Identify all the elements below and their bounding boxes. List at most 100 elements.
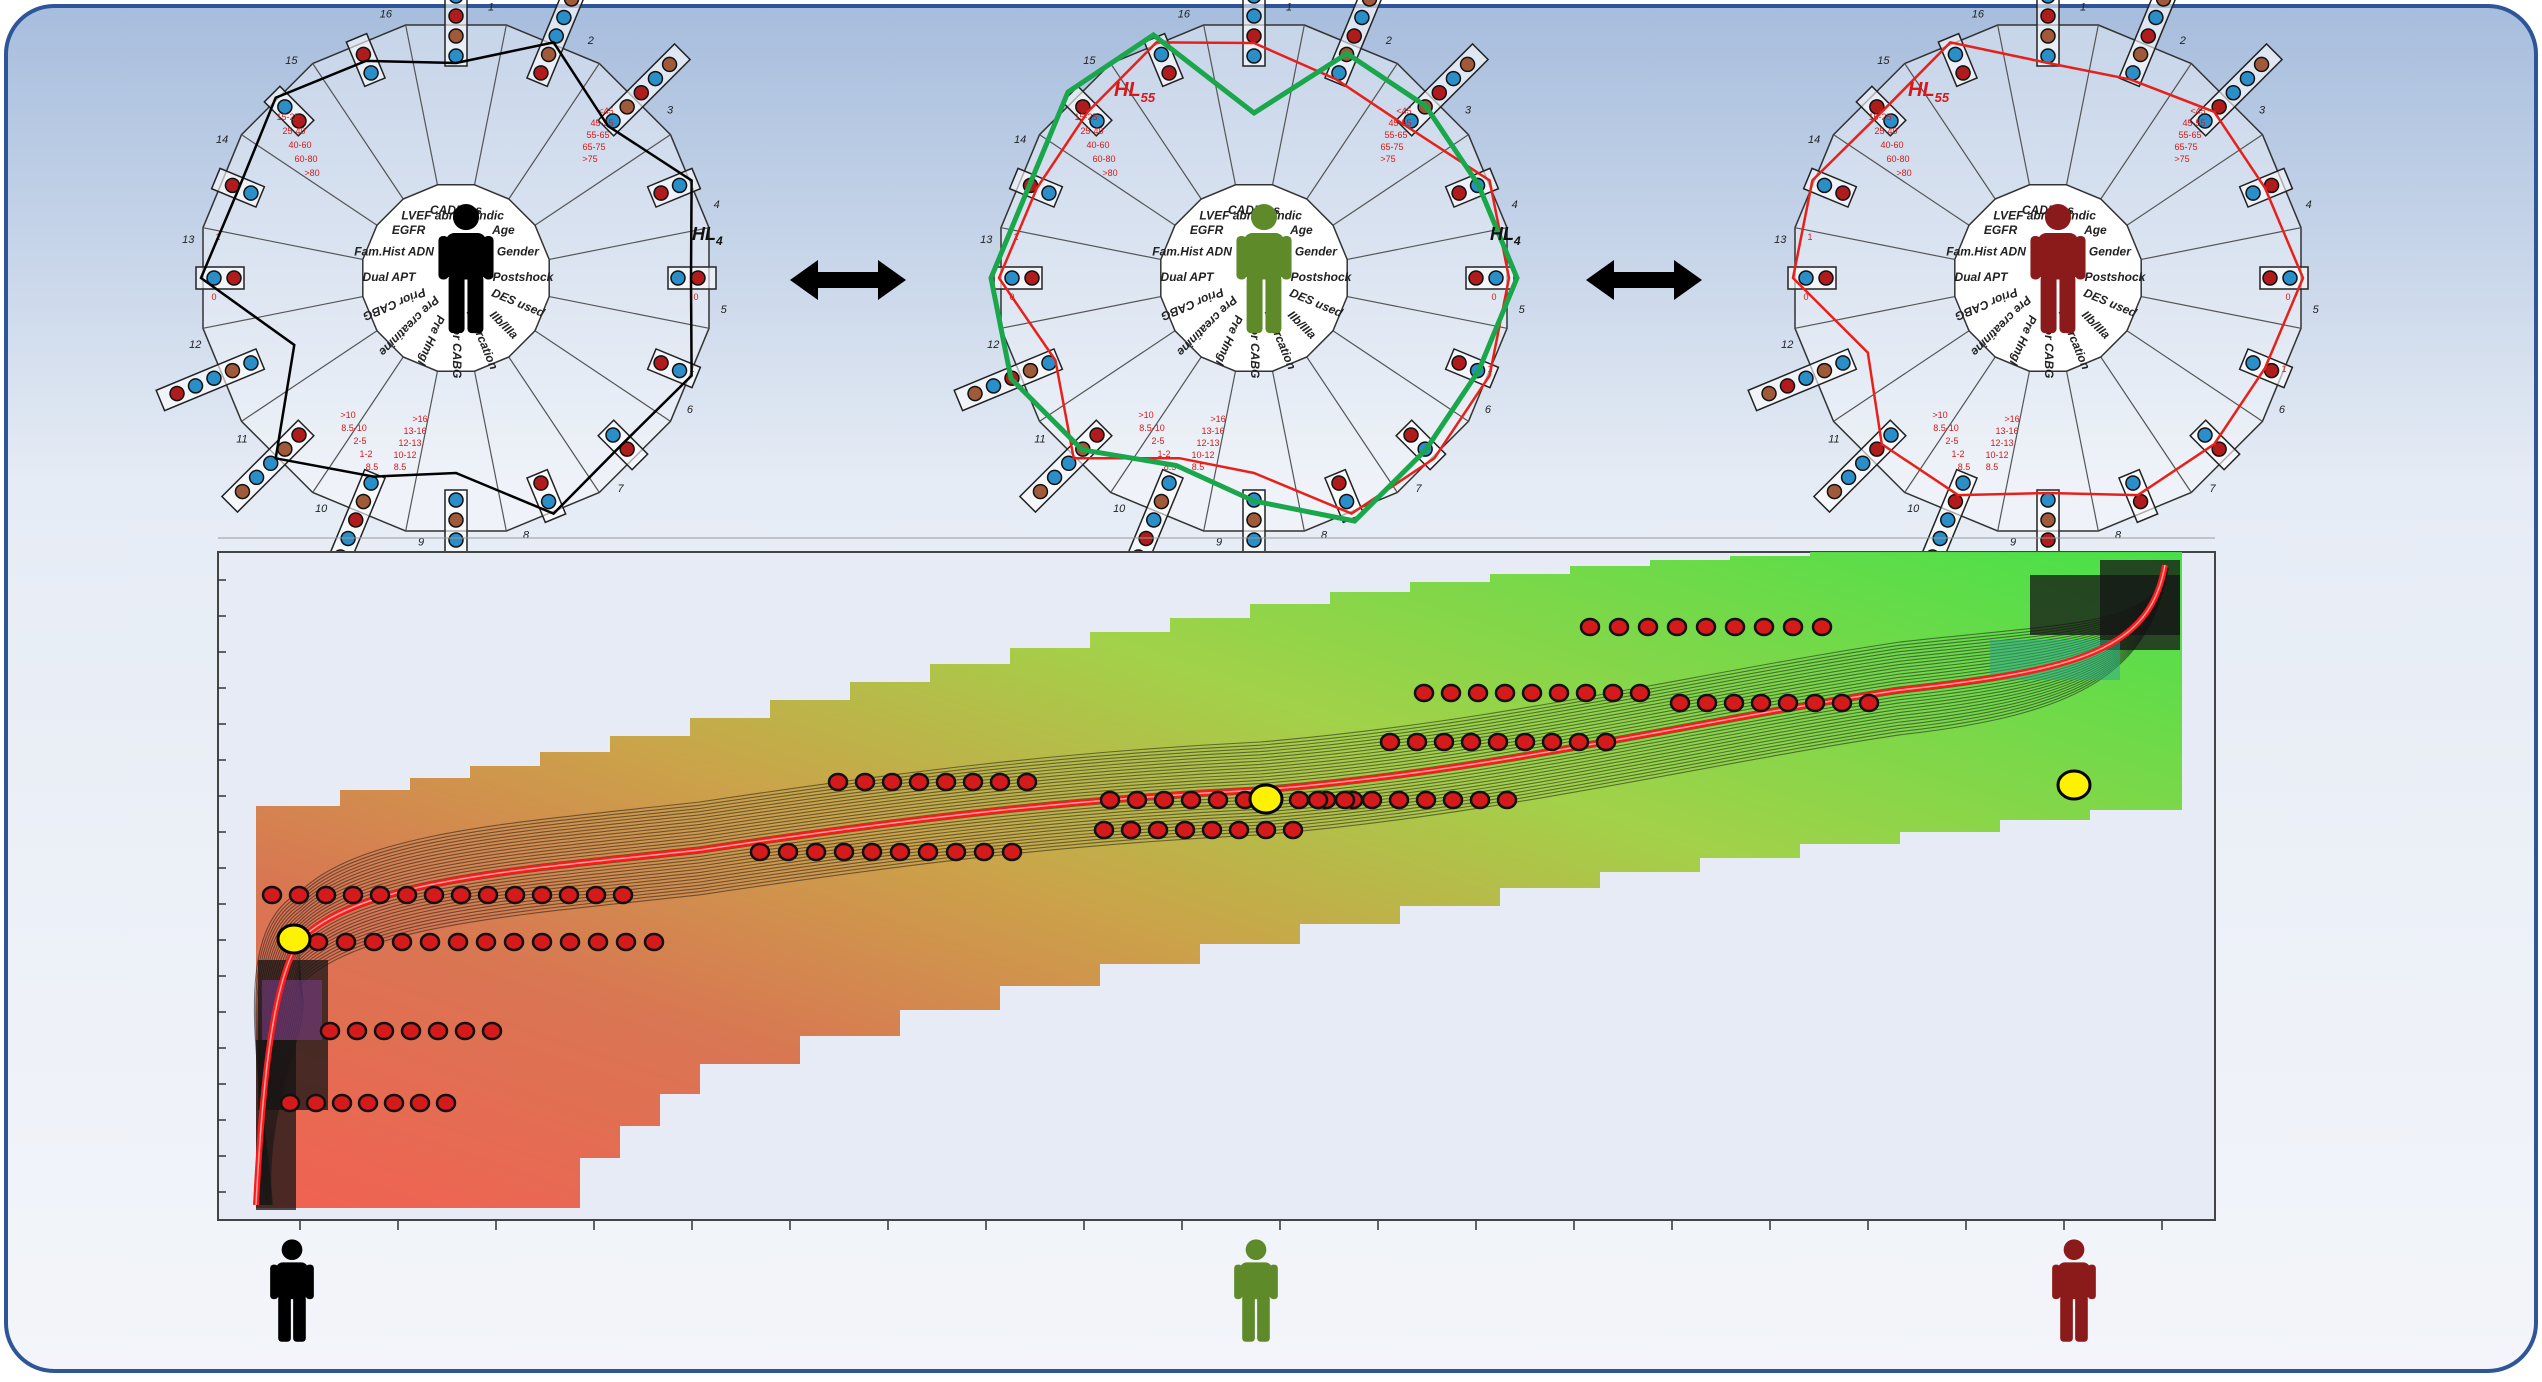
radar-spoke-box [525, 468, 567, 524]
radar-axis-label: Fam.Hist ADN [354, 245, 434, 259]
spoke-dot [1354, 9, 1370, 26]
radar-sector-line [508, 356, 600, 493]
spoke-dot [533, 475, 549, 491]
range-label: 60-80 [1092, 154, 1115, 164]
patient-marker [503, 932, 525, 952]
spoke-dot [449, 0, 463, 4]
spoke-dot [1468, 270, 1484, 286]
radar-sector-line [2065, 371, 2099, 532]
range-label: 55-65 [586, 130, 609, 140]
bin-label: 1 [2281, 364, 2286, 374]
spoke-dot [243, 355, 259, 371]
spoke-dot [1816, 177, 1833, 194]
spoke-dot [653, 185, 669, 201]
radar-spoke-box [1323, 468, 1365, 524]
spoke-number: 14 [1808, 134, 1820, 146]
highlight-marker [276, 923, 312, 955]
range-label: 65-75 [1380, 142, 1403, 152]
patient-marker [1695, 617, 1717, 637]
spoke-dot [2140, 28, 2156, 44]
range-label: 1-2 [359, 449, 372, 459]
patient-marker [1469, 790, 1491, 810]
trajectory-line [262, 567, 2169, 1206]
patient-marker [1831, 693, 1853, 713]
patient-marker [1579, 617, 1601, 637]
spoke-dot [2040, 8, 2056, 24]
patient-marker [307, 932, 329, 952]
spoke-dot [187, 378, 204, 394]
range-label: >10 [340, 410, 355, 420]
patient-marker [396, 885, 418, 905]
radar-sector-line [1203, 24, 1237, 185]
spoke-dot [1024, 270, 1040, 286]
spoke-dot [355, 493, 372, 510]
range-label: 2-5 [1945, 436, 1958, 446]
radar-sector-line [1203, 371, 1237, 532]
spoke-dot [1346, 28, 1362, 44]
radar-sector-line [1997, 24, 2031, 185]
radar-sector-line [2141, 227, 2302, 261]
radar-sector-line [1332, 330, 1469, 422]
radar-axis-label: Fam.Hist ADN [1152, 245, 1232, 259]
patient-marker [1001, 842, 1023, 862]
radar-spoke-box [2189, 42, 2284, 137]
spoke-dot [169, 385, 185, 402]
patient-marker [435, 1093, 457, 1113]
spoke-number: 2 [2179, 35, 2186, 47]
patient-marker [357, 1093, 379, 1113]
spoke-dot [1247, 0, 1261, 4]
patient-marker [400, 1021, 422, 1041]
spoke-dot [363, 65, 379, 81]
range-label: 25-40 [1080, 126, 1103, 136]
patient-marker [427, 1021, 449, 1041]
patient-marker [419, 932, 441, 952]
patient-marker [1442, 790, 1464, 810]
trajectory-line [258, 567, 2169, 1206]
spoke-dot [1840, 469, 1857, 486]
radar-spoke-box [155, 347, 266, 412]
spoke-number: 4 [714, 199, 720, 211]
range-label: 45-55 [590, 118, 613, 128]
patient-marker [1858, 693, 1880, 713]
trajectory-line [264, 567, 2169, 1206]
spoke-dot [1246, 8, 1262, 24]
spoke-dot [1022, 362, 1039, 379]
highlight-marker [1248, 783, 1284, 815]
patient-marker [861, 842, 883, 862]
spoke-dot [1246, 28, 1262, 44]
patient-marker [305, 1093, 327, 1113]
patient-marker [973, 842, 995, 862]
patient-marker [288, 885, 310, 905]
range-label: 10-12 [393, 450, 416, 460]
spoke-dot [1818, 270, 1834, 286]
range-label: >80 [1102, 168, 1117, 178]
spoke-dot [234, 483, 251, 500]
spoke-dot [1445, 70, 1462, 87]
patient-marker [1521, 683, 1543, 703]
patient-marker [531, 932, 553, 952]
spoke-number: 10 [315, 503, 328, 515]
radar-sector-line [1833, 134, 1970, 226]
patient-marker [585, 885, 607, 905]
range-label: >80 [304, 168, 319, 178]
spoke-number: 10 [1113, 503, 1126, 515]
spoke-dot [2239, 70, 2256, 87]
patient-marker [454, 1021, 476, 1041]
patient-marker [1147, 820, 1169, 840]
spoke-dot [2155, 0, 2172, 7]
spoke-number: 11 [1828, 434, 1839, 446]
patient-marker [373, 1021, 395, 1041]
trajectory-line [261, 567, 2169, 1206]
radar-sector-line [1794, 227, 1955, 261]
spoke-dot [1032, 483, 1049, 500]
spoke-dot [540, 493, 557, 510]
radar-axis-label: Dual APT [1955, 270, 2010, 284]
patient-marker [559, 932, 581, 952]
spoke-number: 15 [1083, 55, 1096, 67]
patient-marker [1541, 732, 1563, 752]
spoke-number: 3 [1465, 104, 1472, 116]
spoke-dot [2245, 355, 2261, 371]
spoke-dot [653, 355, 669, 371]
spoke-number: 7 [1416, 483, 1423, 495]
